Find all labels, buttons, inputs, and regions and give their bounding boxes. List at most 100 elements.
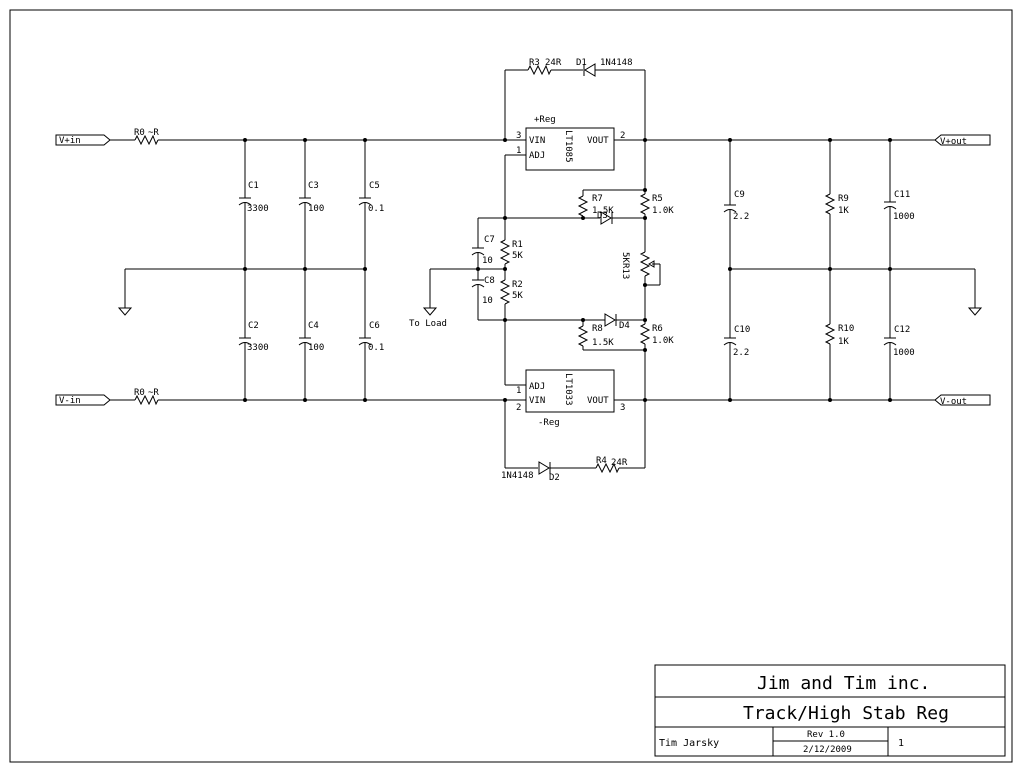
r10-value: 1K bbox=[838, 337, 849, 347]
c10-label: C10 bbox=[734, 325, 750, 335]
regulator-top-label: +Reg bbox=[534, 115, 556, 125]
c4-label: C4 bbox=[308, 321, 319, 331]
r3-label: R3 bbox=[529, 58, 540, 68]
junction-dots bbox=[243, 138, 892, 402]
port-vneg-out: V-out bbox=[934, 394, 991, 407]
svg-text:R0: R0 bbox=[134, 128, 145, 138]
r10-label: R10 bbox=[838, 324, 854, 334]
r7-value: 1.5K bbox=[592, 206, 614, 216]
bottom-feedback-loop: 1N4148 D2 R4 24R bbox=[501, 400, 646, 483]
c3-label: C3 bbox=[308, 181, 319, 191]
c6-label: C6 bbox=[369, 321, 380, 331]
d4-label: D4 bbox=[619, 321, 630, 331]
r13-label: R13 bbox=[620, 263, 630, 279]
r13-value: 5K bbox=[620, 252, 630, 263]
svg-text:~R: ~R bbox=[148, 128, 159, 138]
svg-text:~R: ~R bbox=[148, 388, 159, 398]
c2-label: C2 bbox=[248, 321, 259, 331]
title-block: Jim and Tim inc. Track/High Stab Reg Tim… bbox=[654, 664, 1006, 757]
regulator-lt1085: VIN ADJ VOUT 3 1 2 +Reg LT1085 bbox=[505, 115, 645, 171]
c12-value: 1000 bbox=[893, 348, 915, 358]
top-feedback-loop: R3 24R D1 1N4148 bbox=[504, 58, 646, 140]
c7-label: C7 bbox=[484, 235, 495, 245]
title-block-sheet: 1 bbox=[898, 738, 904, 749]
title-block-date: 2/12/2009 bbox=[803, 745, 852, 755]
r1-label: R1 bbox=[512, 240, 523, 250]
d2-value: 1N4148 bbox=[501, 471, 534, 481]
r2-value: 5K bbox=[512, 291, 523, 301]
svg-text:2: 2 bbox=[516, 403, 521, 413]
output-caps-c9-c10: C9 2.2 C10 2.2 bbox=[723, 140, 750, 400]
title-block-company: Jim and Tim inc. bbox=[757, 673, 930, 694]
c3-value: 100 bbox=[308, 204, 324, 214]
c5-label: C5 bbox=[369, 181, 380, 191]
c9-value: 2.2 bbox=[733, 212, 749, 222]
d2-label: D2 bbox=[549, 473, 560, 483]
ground-symbol-load bbox=[422, 268, 478, 316]
r6-label: R6 bbox=[652, 324, 663, 334]
output-caps-c11-c12: C11 1000 C12 1000 bbox=[883, 140, 915, 400]
r8-label: R8 bbox=[592, 324, 603, 334]
c10-value: 2.2 bbox=[733, 348, 749, 358]
c8-label: C8 bbox=[484, 276, 495, 286]
c2-value: 3300 bbox=[247, 343, 269, 353]
title-block-title: Track/High Stab Reg bbox=[743, 703, 949, 724]
r5-label: R5 bbox=[652, 194, 663, 204]
port-vneg-in: V-in bbox=[55, 394, 111, 406]
c7-value: 10 bbox=[482, 256, 493, 266]
to-load-label: To Load bbox=[409, 319, 447, 329]
c9-label: C9 bbox=[734, 190, 745, 200]
c1-value: 3300 bbox=[247, 204, 269, 214]
svg-text:R0: R0 bbox=[134, 388, 145, 398]
port-vneg-in-label: V-in bbox=[59, 396, 81, 406]
r6-value: 1.0K bbox=[652, 336, 674, 346]
r2-label: R2 bbox=[512, 280, 523, 290]
port-vpos-out-label: V+out bbox=[940, 137, 967, 147]
port-vneg-out-label: V-out bbox=[940, 397, 967, 407]
r4-value: 24R bbox=[611, 458, 628, 468]
c4-value: 100 bbox=[308, 343, 324, 353]
d1-value: 1N4148 bbox=[600, 58, 633, 68]
port-vpos-in: V+in bbox=[55, 134, 111, 146]
svg-text:ADJ: ADJ bbox=[529, 382, 545, 392]
svg-text:3: 3 bbox=[516, 131, 521, 141]
regulator-top-part: LT1085 bbox=[563, 130, 573, 163]
c12-label: C12 bbox=[894, 325, 910, 335]
port-vpos-out: V+out bbox=[934, 134, 991, 147]
capacitor-column-c5-c6: C5 0.1 C6 0.1 bbox=[358, 140, 384, 400]
c11-value: 1000 bbox=[893, 212, 915, 222]
svg-text:VIN: VIN bbox=[529, 396, 545, 406]
svg-text:VOUT: VOUT bbox=[587, 136, 609, 146]
regulator-lt1033: ADJ VIN VOUT 1 2 3 -Reg LT1033 bbox=[505, 369, 645, 428]
r3-value: 24R bbox=[545, 58, 562, 68]
sheet-border bbox=[9, 9, 1013, 763]
r9-value: 1K bbox=[838, 206, 849, 216]
r7-label: R7 bbox=[592, 194, 603, 204]
c1-label: C1 bbox=[248, 181, 259, 191]
c6-value: 0.1 bbox=[368, 343, 384, 353]
c5-value: 0.1 bbox=[368, 204, 384, 214]
top-rail-wires bbox=[110, 139, 976, 401]
title-block-revision: Rev 1.0 bbox=[807, 730, 845, 740]
d3-label: D3 bbox=[597, 211, 608, 221]
port-vpos-in-label: V+in bbox=[59, 136, 81, 146]
center-network: R1 5K R2 5K C7 10 C8 10 R7 1.5K D3 bbox=[471, 140, 674, 400]
regulator-bottom-part: LT1033 bbox=[563, 373, 573, 406]
capacitor-column-c3-c4: C3 100 C4 100 bbox=[298, 140, 324, 400]
r9-label: R9 bbox=[838, 194, 849, 204]
d1-label: D1 bbox=[576, 58, 587, 68]
r8-value: 1.5K bbox=[592, 338, 614, 348]
resistor-r0-bottom: R0 ~R bbox=[134, 388, 159, 406]
regulator-bottom-label: -Reg bbox=[538, 418, 560, 428]
r4-label: R4 bbox=[596, 456, 607, 466]
title-block-author: Tim Jarsky bbox=[659, 738, 719, 749]
c11-label: C11 bbox=[894, 190, 910, 200]
ground-symbol-left bbox=[117, 307, 133, 316]
resistor-r0-top: R0 ~R bbox=[134, 128, 159, 146]
r1-value: 5K bbox=[512, 251, 523, 261]
svg-text:ADJ: ADJ bbox=[529, 151, 545, 161]
svg-text:1: 1 bbox=[516, 146, 521, 156]
svg-text:2: 2 bbox=[620, 131, 625, 141]
svg-text:1: 1 bbox=[516, 386, 521, 396]
